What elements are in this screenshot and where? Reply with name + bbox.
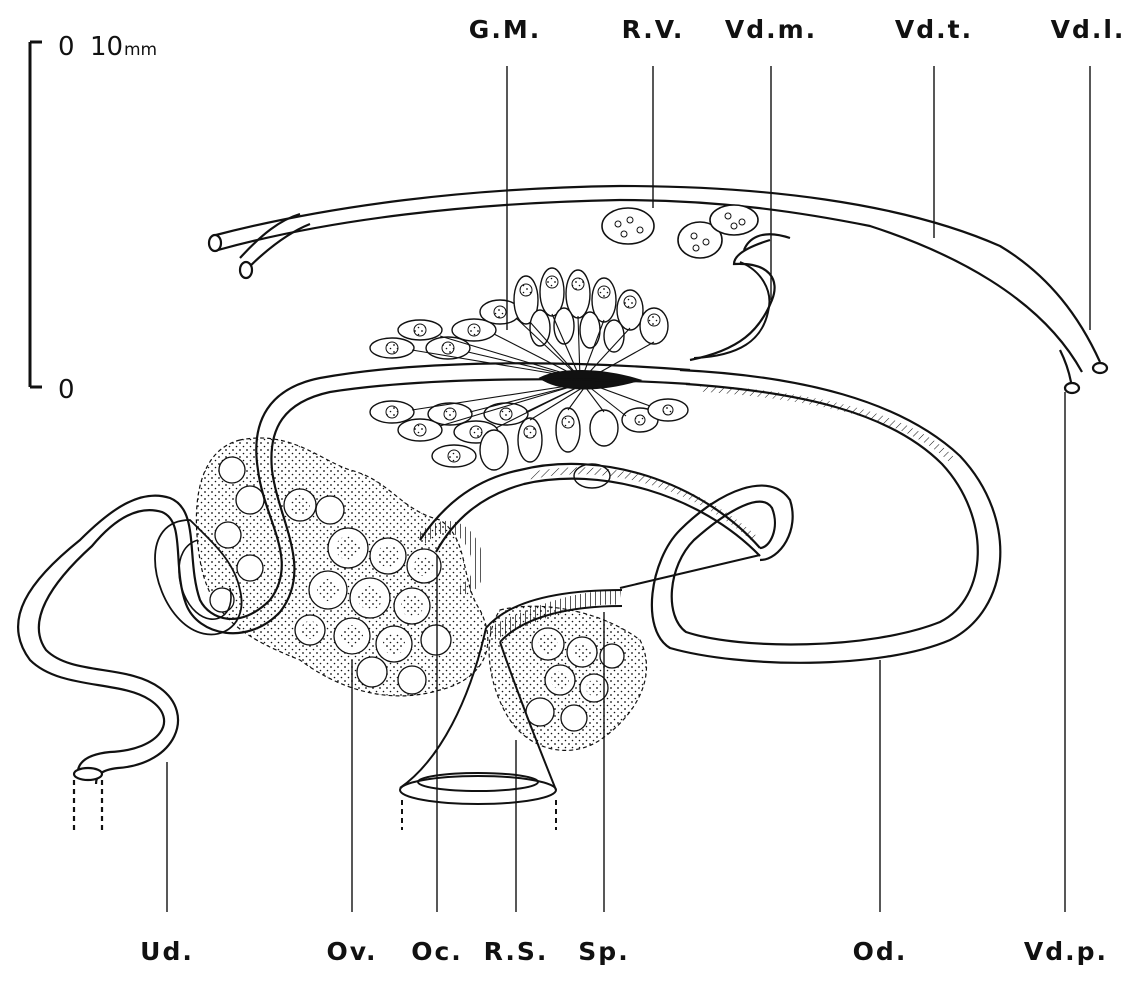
scale-top-zero: 0: [58, 32, 75, 62]
label-vdm: Vd.m.: [725, 15, 817, 44]
label-vdt: Vd.t.: [895, 15, 973, 44]
scale-bottom-zero: 0: [58, 375, 75, 405]
label-vdp: Vd.p.: [1024, 937, 1108, 966]
label-od: Od.: [853, 937, 908, 966]
blood-cell-clusters: [602, 205, 758, 258]
gland-rosette: [370, 268, 688, 488]
label-rs: R.S.: [484, 937, 549, 966]
scale-top-ten: 10: [90, 32, 123, 62]
label-rv: R.V.: [622, 15, 685, 44]
labels-top: G.M. R.V. Vd.m. Vd.t. Vd.l.: [469, 15, 1126, 44]
label-gm: G.M.: [469, 15, 541, 44]
label-ov: Ov.: [326, 937, 377, 966]
median-duct: [694, 262, 769, 358]
label-oc: Oc.: [411, 937, 463, 966]
labels-bottom: Ud. Ov. Oc. R.S. Sp. Od. Vd.p.: [140, 937, 1108, 966]
scale-bar: 0 10 mm 0: [30, 32, 157, 405]
label-vdl: Vd.l.: [1051, 15, 1126, 44]
dorsal-vessel: [209, 186, 1107, 393]
label-sp: Sp.: [578, 937, 629, 966]
scale-unit: mm: [124, 40, 157, 60]
label-ud: Ud.: [140, 937, 194, 966]
